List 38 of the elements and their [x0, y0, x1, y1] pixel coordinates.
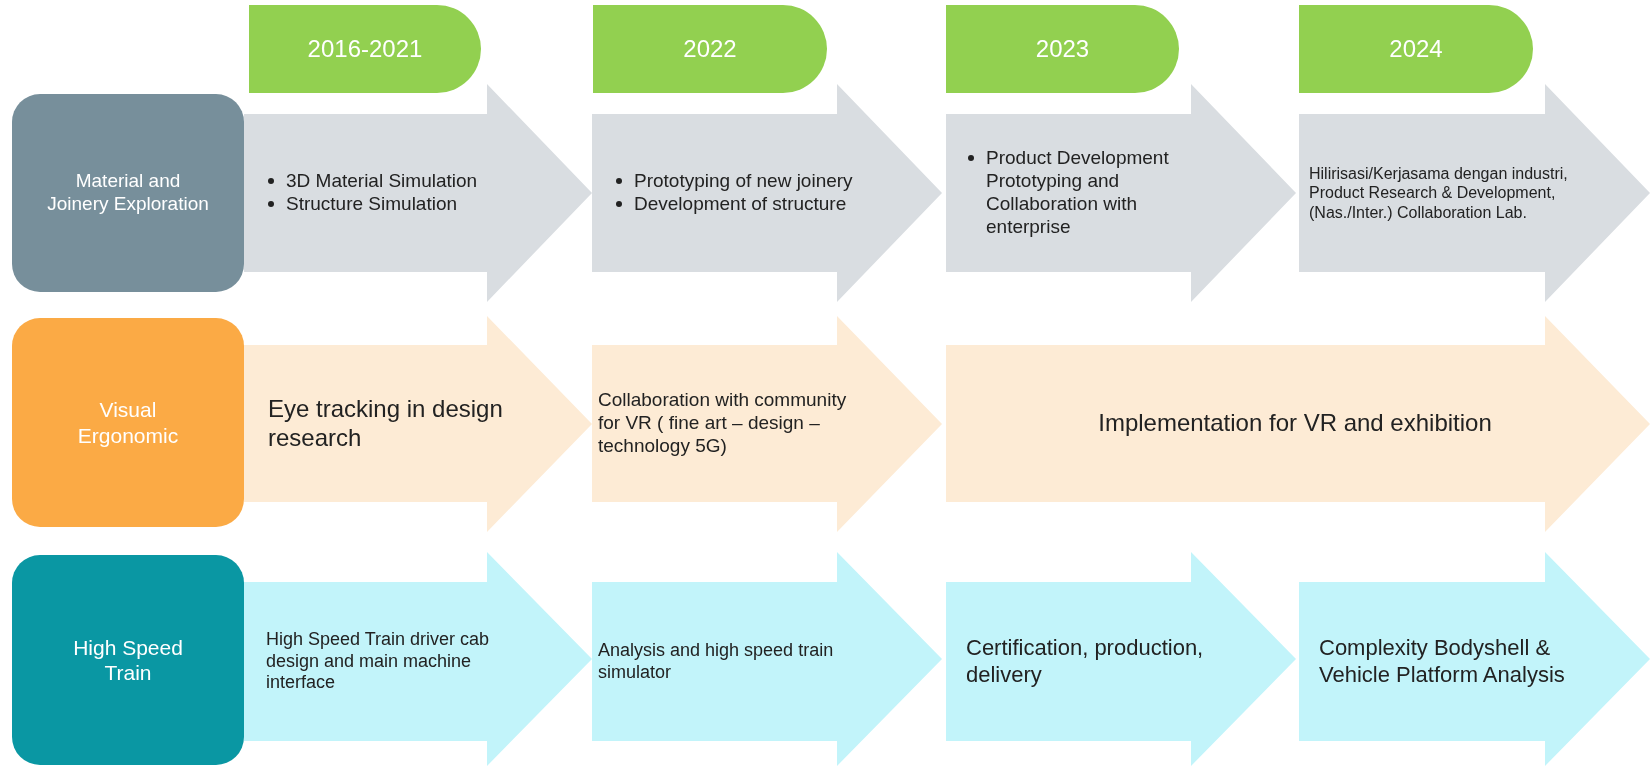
step-text: Certification, production, delivery: [966, 635, 1205, 688]
bullet-item: 3D Material Simulation: [286, 170, 478, 193]
timeline-step: [592, 552, 942, 766]
category-label: Material and Joinery Exploration: [46, 170, 210, 216]
bullet-item: Structure Simulation: [286, 193, 458, 216]
timeline-step: [592, 316, 942, 532]
step-text: Hilirisasi/Kerjasama dengan industri, Product Research & Development, (Nas./Inter.) Collaboration Lab.: [1309, 164, 1569, 222]
bullet-item: Development of structure: [634, 193, 847, 216]
timeline-step: [244, 552, 592, 766]
year-label: 2023: [1035, 34, 1090, 64]
year-label: 2022: [683, 34, 737, 64]
bullet-item: Prototyping of new joinery: [634, 170, 853, 193]
timeline-step: [244, 316, 592, 532]
step-text: Collaboration with community for VR ( fine art – design – technology 5G): [598, 389, 848, 458]
timeline-step: [946, 552, 1296, 766]
step-text: Implementation for VR and exhibition: [1098, 409, 1492, 438]
timeline-step: [1299, 84, 1650, 302]
year-label: 2024: [1389, 34, 1443, 64]
step-text: Eye tracking in design research: [268, 394, 504, 453]
timeline-step: [1299, 552, 1650, 766]
step-text: High Speed Train driver cab design and main machine interface: [266, 629, 491, 694]
year-label: 2016-2021: [307, 34, 423, 64]
year-tab: [593, 5, 827, 93]
year-tab: [249, 5, 481, 93]
category-box: [12, 555, 244, 765]
bullet-item: Product Development Prototyping and Collaboration with enterprise: [986, 147, 1170, 239]
timeline-step: [946, 84, 1296, 302]
timeline-step: [946, 316, 1650, 532]
category-box: [12, 94, 244, 292]
step-text: Analysis and high speed train simulator: [598, 639, 835, 684]
step-text: Complexity Bodyshell & Vehicle Platform Analysis: [1319, 635, 1566, 688]
category-label: High Speed Train: [72, 634, 184, 686]
timeline-step: [244, 84, 592, 302]
category-label: Visual Ergonomic: [76, 397, 180, 448]
year-tab: [1299, 5, 1533, 93]
year-tab: [946, 5, 1179, 93]
category-box: [12, 318, 244, 527]
timeline-step: [592, 84, 942, 302]
